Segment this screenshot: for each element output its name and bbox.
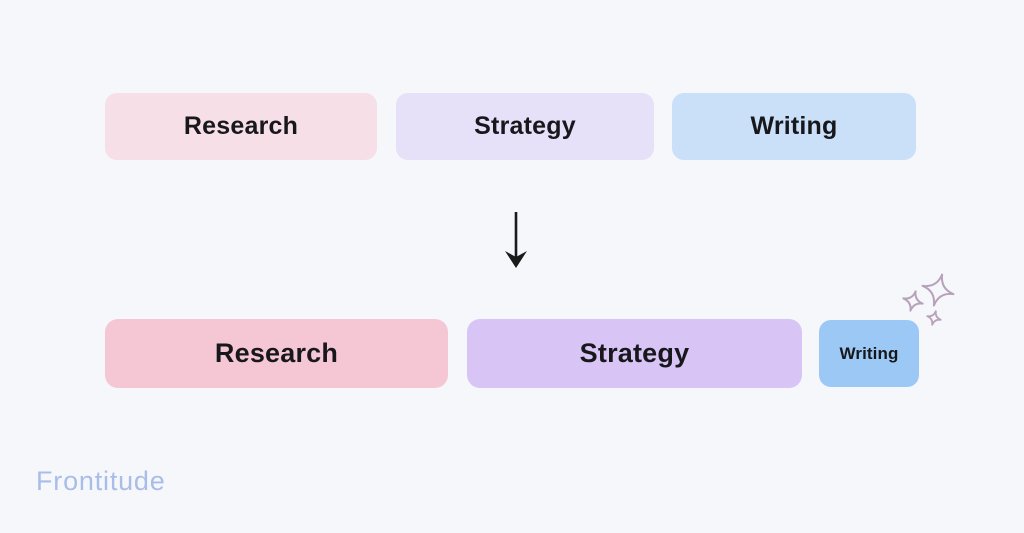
phase-box-writing-after: Writing (819, 320, 919, 387)
phase-label-strategy-after: Strategy (579, 338, 690, 368)
sparkles-icon (893, 266, 959, 334)
phase-box-research-after: Research (105, 319, 448, 388)
phase-label-writing-after: Writing (839, 343, 899, 363)
phase-label-research-before: Research (183, 112, 299, 140)
phase-label-research-after: Research (214, 338, 339, 368)
phase-label-writing-before: Writing (750, 112, 838, 140)
phase-box-writing-before: Writing (672, 93, 916, 160)
phase-box-strategy-after: Strategy (467, 319, 802, 388)
down-arrow-icon (499, 208, 533, 270)
phase-label-strategy-before: Strategy (474, 112, 576, 140)
phase-box-strategy-before: Strategy (396, 93, 654, 160)
frontitude-logo: Frontitude (36, 466, 166, 496)
phase-box-research-before: Research (105, 93, 377, 160)
